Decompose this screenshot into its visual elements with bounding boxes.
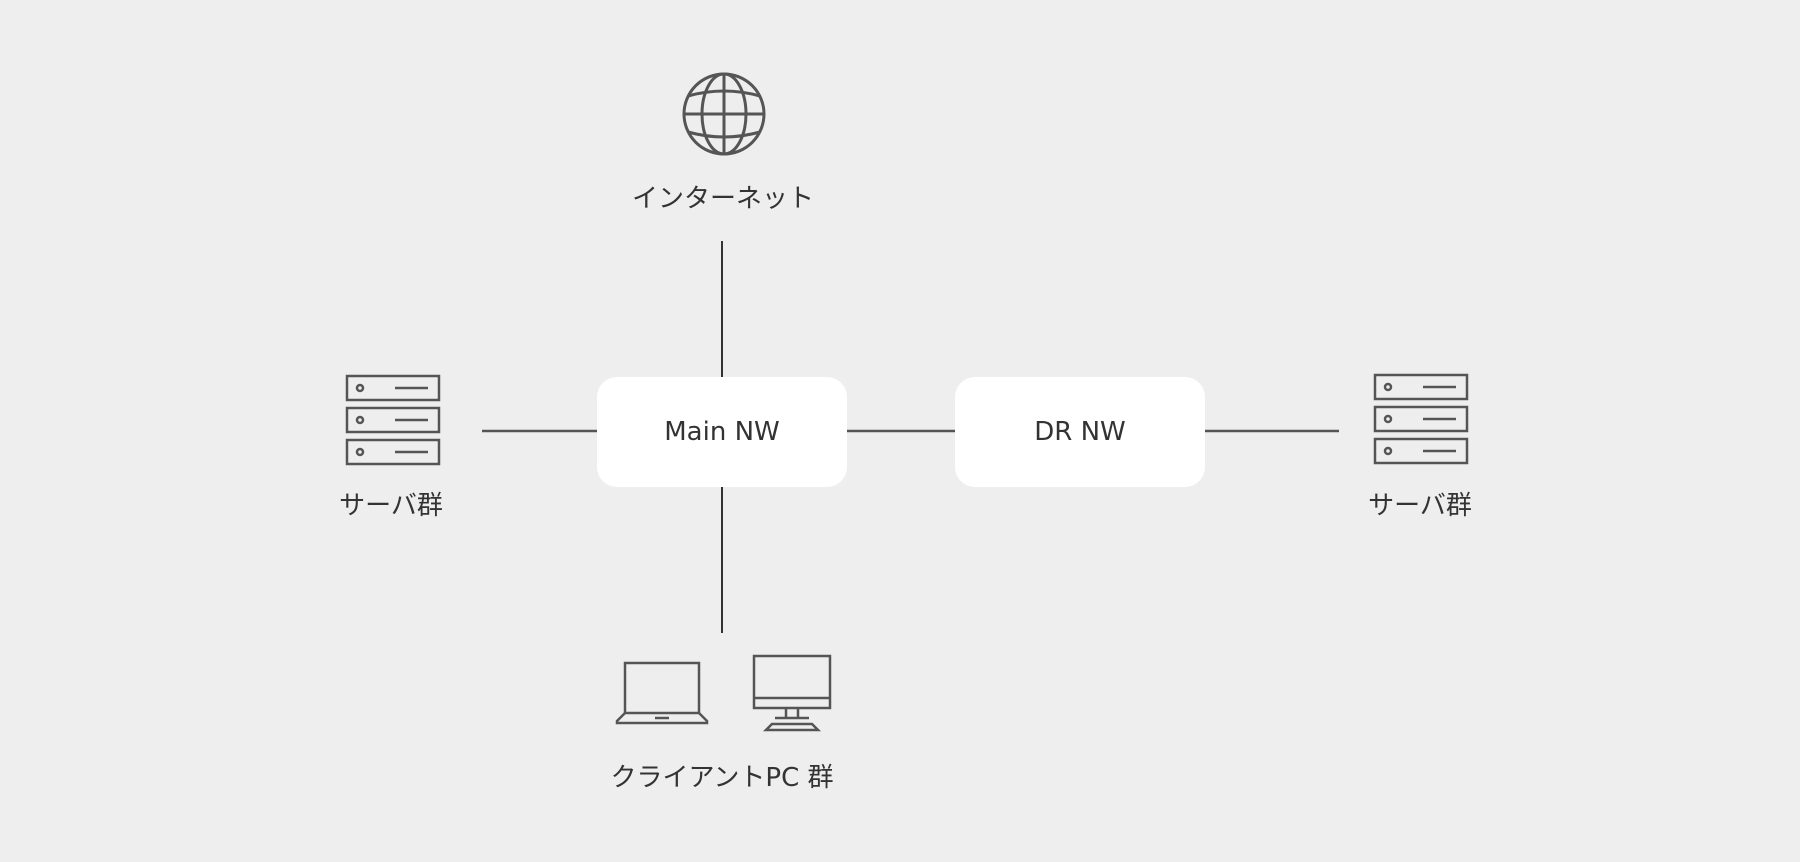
dr-nw-node: DR NW — [955, 377, 1205, 487]
laptop-icon — [615, 661, 709, 725]
server-rack-icon — [1373, 373, 1469, 465]
server-group-left-label: サーバ群 — [339, 491, 443, 521]
client-pcs-label: クライアントPC 群 — [610, 763, 834, 793]
dr-nw-label: DR NW — [1034, 417, 1126, 447]
internet-label: インターネット — [631, 184, 815, 214]
server-rack-icon — [345, 374, 441, 466]
server-group-right-label: サーバ群 — [1368, 491, 1472, 521]
desktop-monitor-icon — [752, 654, 832, 732]
main-nw-node: Main NW — [597, 377, 847, 487]
globe-icon — [682, 72, 766, 156]
main-nw-label: Main NW — [664, 417, 780, 447]
